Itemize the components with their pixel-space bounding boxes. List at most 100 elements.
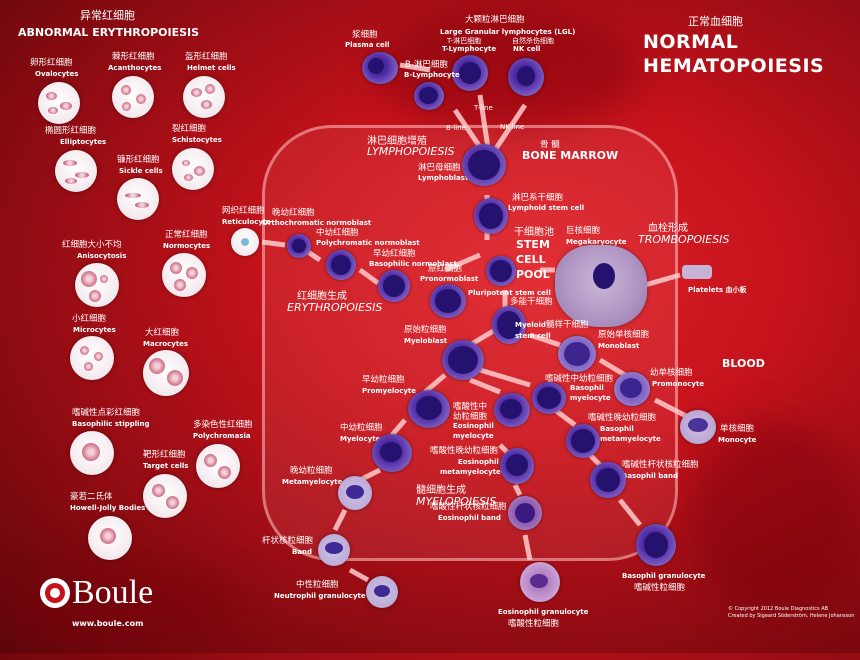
label-en: T-Lymphocyte [442, 45, 497, 53]
arrow-basometa [553, 408, 577, 427]
label-en: Target cells [143, 462, 189, 470]
label-en: Ovalocytes [35, 70, 79, 78]
label-zh: 豪若二氏体 [70, 492, 113, 502]
arrow-band [332, 508, 348, 532]
label-en: Monoblast [598, 342, 640, 350]
helmet-cells-smear [183, 76, 225, 118]
label-en: Neutrophil granulocyte [274, 592, 366, 600]
website-link[interactable]: www.boule.com [72, 619, 144, 628]
eosinophil-band-cell [508, 496, 542, 530]
background-shadow [690, 420, 860, 620]
label-en: Howell-Jolly Bodies [70, 504, 146, 512]
lymphopoiesis-title-zh: 淋巴细胞增殖 [367, 136, 427, 147]
nk-cell [508, 58, 544, 96]
normocytes-smear [162, 253, 206, 297]
label-en: Basophil band [622, 472, 678, 480]
label-en: Eosinophil [453, 422, 494, 430]
arrow-basomyelo [479, 367, 531, 388]
myeloblast-cell [442, 340, 484, 380]
label-zh: 嗜碱性粒细胞 [634, 583, 686, 593]
arrow-bline [452, 108, 485, 152]
basophil-granulocyte-cell [636, 524, 676, 566]
copyright-line2: Created by Sigeard Söderström, Helene Jo… [728, 613, 855, 619]
label-zh: 早幼红细胞 [373, 249, 416, 259]
label-zh: 靶形红细胞 [143, 450, 186, 460]
label-en: Eosinophil band [438, 514, 501, 522]
label-en: Eosinophil granulocyte [498, 608, 589, 616]
normal-title-line2: HEMATOPOIESIS [643, 55, 825, 77]
background-shadow [0, 560, 240, 660]
neutrophil-granulocyte-cell [366, 576, 398, 608]
label-zh: 杆状核粒细胞 [262, 536, 314, 546]
label-zh: 髓样干细胞 [546, 320, 589, 330]
label-zh: 中幼红细胞 [316, 228, 359, 238]
trombopoiesis-title: TROMBOPOIESIS [638, 233, 730, 246]
orthochromatic-normoblast [287, 234, 311, 258]
eosinophil-metamyelocyte-cell [500, 448, 534, 484]
pluripotent-stem-cell [486, 256, 516, 286]
label-en: Pronormoblast [420, 275, 479, 283]
stem-pool-title-zh: 干细胞池 [514, 227, 554, 238]
label-en: metamyelocyte [440, 468, 501, 476]
label-en: Acanthocytes [108, 64, 162, 72]
arrow-eosmyelo [469, 377, 501, 395]
label-en: Promonocyte [652, 380, 705, 388]
basophil-band-cell [590, 462, 626, 498]
label-zh: 红细胞大小不均 [62, 240, 122, 250]
label-zh: 原始单核细胞 [598, 330, 650, 340]
monoblast-cell [558, 336, 596, 372]
promyelocyte-cell [408, 390, 450, 428]
bone-marrow-title: BONE MARROW [522, 149, 619, 162]
label-en: Basophilic stippling [72, 420, 150, 428]
label-en: Lymphoid stem cell [508, 204, 585, 212]
label-en: Lymphoblast [418, 174, 469, 182]
label-en: Pluripotent stem cell [468, 289, 551, 297]
label-en: Basophilic normoblast [369, 260, 457, 268]
microcytes-smear [70, 336, 114, 380]
howell-jolly-smear [88, 516, 132, 560]
label-en: Reticulocyte [222, 218, 272, 226]
sickle-cells-smear [117, 178, 159, 220]
label-en: Basophil granulocyte [622, 572, 706, 580]
label-zh: 淋巴母细胞 [418, 163, 461, 173]
label-en: B-Lymphocyte [404, 71, 460, 79]
megakaryocyte-cell [555, 245, 647, 327]
label-en: Basophil [570, 384, 604, 392]
label-zh: T-淋巴细胞 [447, 37, 482, 45]
lymphopoiesis-title: LYMPHOPOIESIS [367, 145, 455, 158]
label-en: Promyelocyte [362, 387, 417, 395]
arrow-basonb [358, 267, 380, 286]
label-zh: 多能干细胞 [510, 297, 553, 307]
label-en: Band [292, 548, 313, 556]
arrow-neutro [348, 567, 370, 583]
label-zh: 嗜酸性杆状核粒细胞 [430, 502, 507, 512]
elliptocytes-smear [55, 150, 97, 192]
lymphoid-stem-cell [474, 198, 508, 234]
arrow-plasma [399, 62, 431, 73]
label-zh: 嗜酸性中 [453, 402, 488, 412]
label-en: Basophil [600, 425, 634, 433]
label-zh: 嗜碱性杆状核粒细胞 [622, 460, 699, 470]
schistocytes-smear [172, 148, 214, 190]
label-en: Microcytes [73, 326, 116, 334]
label-zh: 嗜酸性晚幼粒细胞 [430, 446, 499, 456]
promonocyte-cell [614, 372, 650, 406]
myelopoiesis-title-zh: 髓细胞生成 [416, 485, 466, 496]
band-cell [318, 534, 350, 566]
label-zh: 大颗粒淋巴细胞 [465, 15, 525, 25]
arrow-pronb [444, 252, 481, 273]
label-zh: 棘形红细胞 [112, 52, 155, 62]
myelopoiesis-title: MYELOPOIESIS [416, 495, 497, 508]
reticulocyte-smear [231, 228, 259, 256]
label-zh: 盔形红细胞 [185, 52, 228, 62]
label-en: Platelets 血小板 [688, 286, 747, 294]
platelets-image [682, 265, 712, 279]
label-zh: 嗜碱性点彩红细胞 [72, 408, 141, 418]
arrow-basogran [618, 498, 642, 527]
arrow-nkline [492, 103, 528, 152]
basophil-myelocyte-cell [532, 382, 566, 414]
label-en: Large Granular lymphocytes (LGL) [440, 28, 576, 36]
myeloid-stem-cell [492, 306, 526, 344]
lymphoblast-cell [462, 144, 506, 186]
myelocyte-cell [372, 434, 412, 472]
